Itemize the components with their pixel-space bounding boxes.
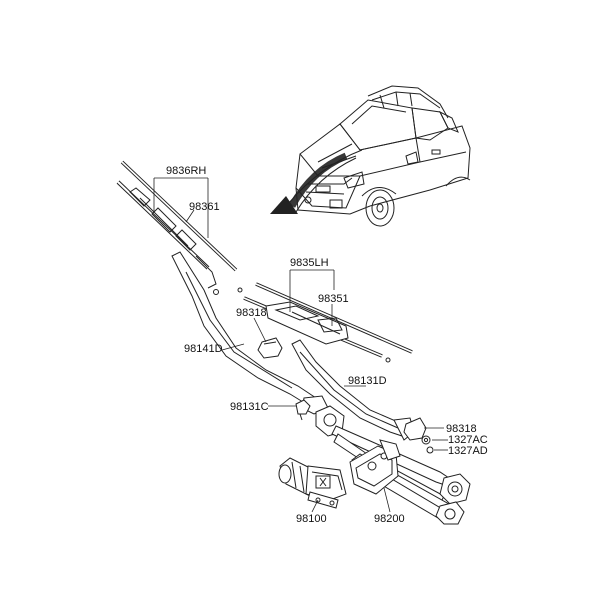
label-98100: 98100 bbox=[296, 513, 327, 525]
label-98318-right: 98318 bbox=[446, 423, 477, 435]
leader-lines bbox=[153, 177, 448, 513]
label-98351: 98351 bbox=[318, 293, 349, 305]
label-98361: 98361 bbox=[189, 201, 220, 213]
wiper-motor bbox=[278, 457, 347, 509]
label-98131d: 98131D bbox=[348, 375, 387, 387]
wiper-linkage bbox=[315, 405, 471, 525]
part-labels: 9836RH 98361 9835LH 98351 98318 98141D 9… bbox=[166, 165, 488, 525]
pivot-nuts bbox=[421, 435, 434, 454]
label-98141d: 98141D bbox=[184, 343, 223, 355]
rh-wiper-blade bbox=[116, 160, 238, 295]
label-1327ac: 1327AC bbox=[448, 434, 488, 446]
label-98131c: 98131C bbox=[230, 401, 269, 413]
pivot-cap-left bbox=[257, 337, 283, 359]
lh-wiper-blade bbox=[237, 282, 413, 363]
vehicle-illustration bbox=[295, 85, 471, 227]
arm-nut bbox=[295, 399, 311, 421]
label-1327ad: 1327AD bbox=[448, 445, 488, 457]
label-9836rh: 9836RH bbox=[166, 165, 206, 177]
label-98318-left: 98318 bbox=[236, 307, 267, 319]
label-9835lh: 9835LH bbox=[290, 257, 329, 269]
direction-arrow bbox=[270, 149, 363, 214]
label-98200: 98200 bbox=[374, 513, 405, 525]
wiper-arm-lh bbox=[291, 339, 415, 441]
